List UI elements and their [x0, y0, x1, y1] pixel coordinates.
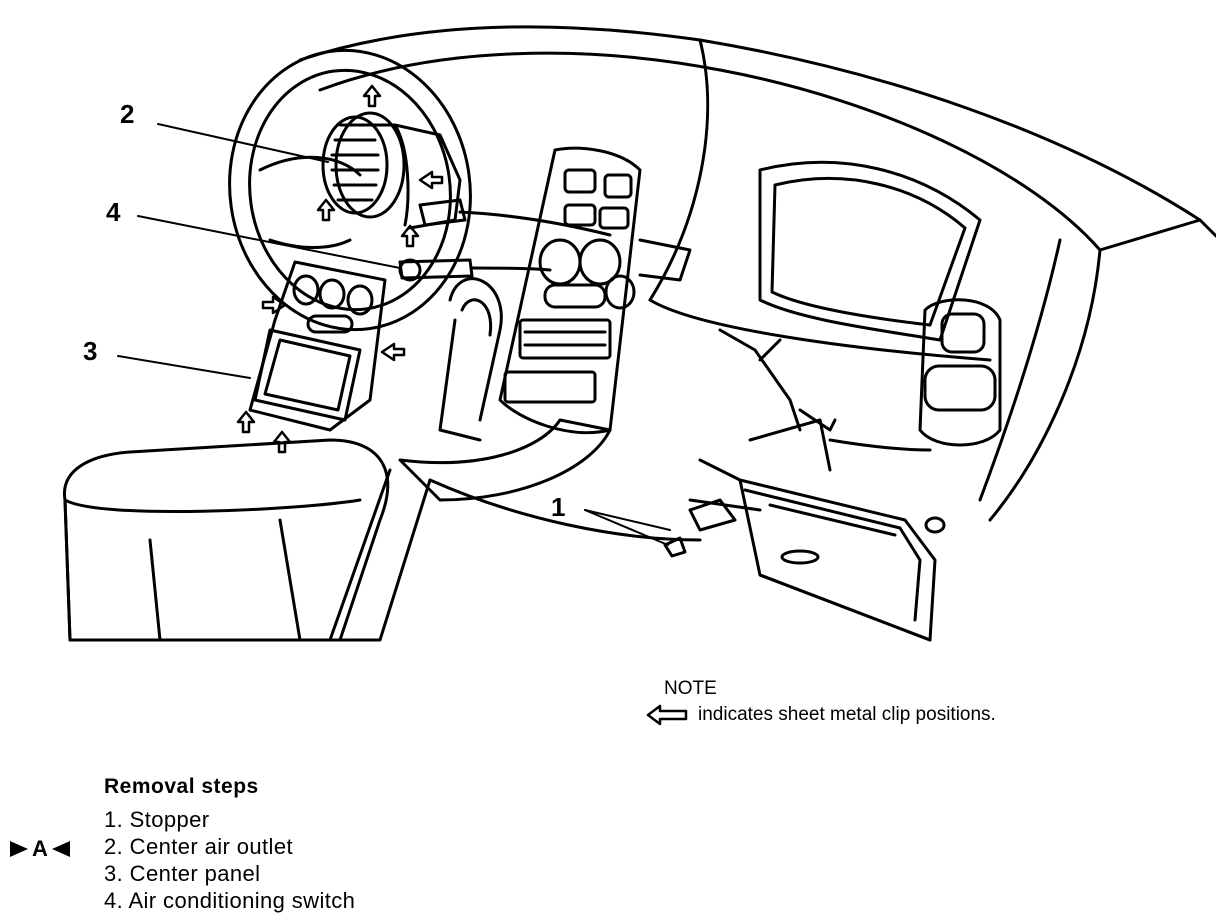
instrument-panel-illustration [0, 0, 1216, 660]
dashboard-outline [300, 27, 1216, 520]
marker-letter: A [32, 836, 48, 861]
callout-1: 1 [551, 492, 566, 522]
ac-switch-part [400, 260, 550, 280]
triangle-left-icon [51, 841, 70, 857]
removal-steps-title: Removal steps [104, 775, 259, 798]
note-text: indicates sheet metal clip positions. [698, 704, 996, 725]
console-armrest [64, 440, 387, 640]
glove-box-recess [760, 162, 980, 340]
center-console [500, 148, 690, 432]
leader-lines [118, 124, 670, 545]
side-air-vent [920, 300, 1000, 445]
step-item: 3. Center panel [104, 861, 261, 886]
clip-position-arrows [238, 86, 442, 452]
floor-console [330, 279, 700, 640]
step-item: 1. Stopper [104, 807, 210, 832]
removal-steps: Removal steps 1. Stopper 2. Center air o… [104, 773, 355, 914]
triangle-right-icon [10, 841, 28, 857]
callout-3: 3 [83, 336, 98, 366]
procedure-marker: A [8, 836, 80, 862]
step-item: 2. Center air outlet [104, 834, 293, 859]
center-panel-part [250, 262, 385, 430]
glove-box-lid [665, 330, 944, 640]
step-item: 4. Air conditioning switch [104, 888, 356, 913]
hollow-arrow-icon [646, 704, 688, 726]
note-block: NOTE indicates sheet metal clip position… [646, 676, 996, 728]
note-line: indicates sheet metal clip positions. [646, 702, 996, 728]
callout-4: 4 [106, 197, 121, 227]
callout-2: 2 [120, 99, 135, 129]
center-air-outlet-part [323, 113, 610, 235]
note-title: NOTE [664, 678, 717, 699]
